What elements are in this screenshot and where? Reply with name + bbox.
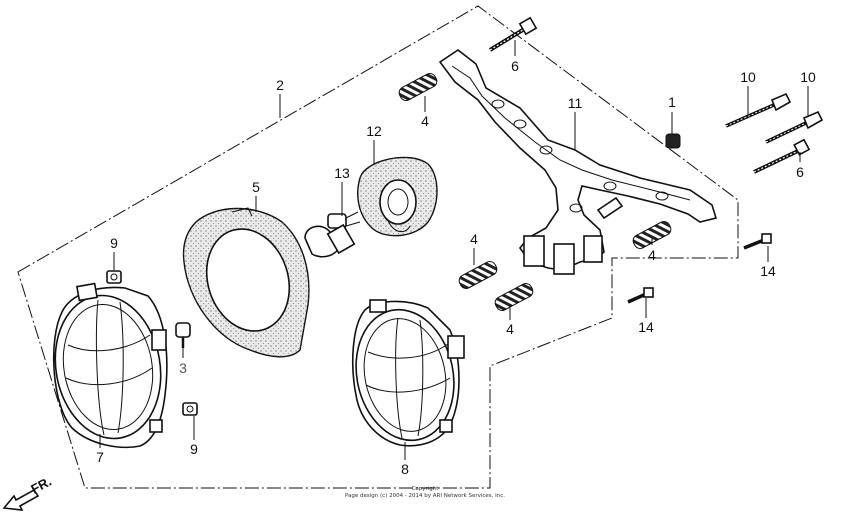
bolt-right bbox=[753, 138, 811, 174]
label-part-4-right: 4 bbox=[648, 247, 656, 263]
label-part-8: 8 bbox=[401, 461, 409, 477]
bolt-upper bbox=[488, 16, 538, 52]
spring-c bbox=[494, 283, 534, 311]
label-part-6-right: 6 bbox=[796, 164, 804, 180]
label-part-4-middle: 4 bbox=[470, 231, 478, 247]
leader-lines bbox=[99, 40, 809, 460]
label-part-14-lower: 14 bbox=[638, 319, 654, 335]
copyright-line-2: Page design (c) 2004 - 2014 by ARI Netwo… bbox=[345, 493, 505, 499]
label-part-5: 5 bbox=[252, 179, 260, 195]
label-part-3: 3 bbox=[179, 360, 187, 376]
label-part-10-right: 10 bbox=[800, 69, 816, 85]
front-arrow-icon bbox=[2, 488, 40, 511]
headlight-unit-right bbox=[352, 299, 465, 447]
label-part-12: 12 bbox=[366, 123, 382, 139]
label-part-2: 2 bbox=[276, 77, 284, 93]
label-part-4-upper: 4 bbox=[421, 113, 429, 129]
assembly-boundary bbox=[17, 5, 739, 489]
dust-cover bbox=[357, 156, 438, 237]
headlight-mounting-ring bbox=[182, 207, 310, 358]
label-part-1: 1 bbox=[668, 94, 676, 110]
copyright-line-1: Copyright bbox=[412, 486, 440, 492]
label-part-7: 7 bbox=[96, 449, 104, 465]
label-part-13: 13 bbox=[334, 165, 350, 181]
spring-a bbox=[398, 73, 438, 101]
headlight-stay-bracket bbox=[438, 49, 718, 275]
small-bolt-a bbox=[743, 233, 772, 250]
label-part-9-lower: 9 bbox=[190, 441, 198, 457]
nut-upper bbox=[106, 270, 122, 284]
spring-b bbox=[458, 261, 498, 289]
headlight-unit-left bbox=[52, 282, 168, 449]
label-part-6-upper: 6 bbox=[511, 58, 519, 74]
label-part-10-left: 10 bbox=[740, 69, 756, 85]
front-direction-indicator: FR. bbox=[2, 474, 54, 511]
copyright-notice: Copyright Page design (c) 2004 - 2014 by… bbox=[345, 486, 505, 499]
adjusting-screw-b bbox=[765, 110, 824, 144]
label-part-9-upper: 9 bbox=[110, 235, 118, 251]
label-part-4-lower: 4 bbox=[506, 321, 514, 337]
adjusting-screw-a bbox=[725, 92, 792, 128]
nut-lower bbox=[182, 402, 198, 416]
label-part-11: 11 bbox=[568, 95, 583, 111]
headlight-bulb bbox=[304, 211, 361, 258]
screw bbox=[175, 322, 191, 348]
small-bolt-b bbox=[627, 287, 654, 304]
spring-d bbox=[632, 221, 672, 249]
grommet bbox=[665, 133, 681, 149]
label-part-14-right: 14 bbox=[760, 263, 776, 279]
part-labels: 1 2 3 4 4 4 4 5 6 6 7 8 9 9 10 10 11 12 … bbox=[96, 58, 816, 477]
